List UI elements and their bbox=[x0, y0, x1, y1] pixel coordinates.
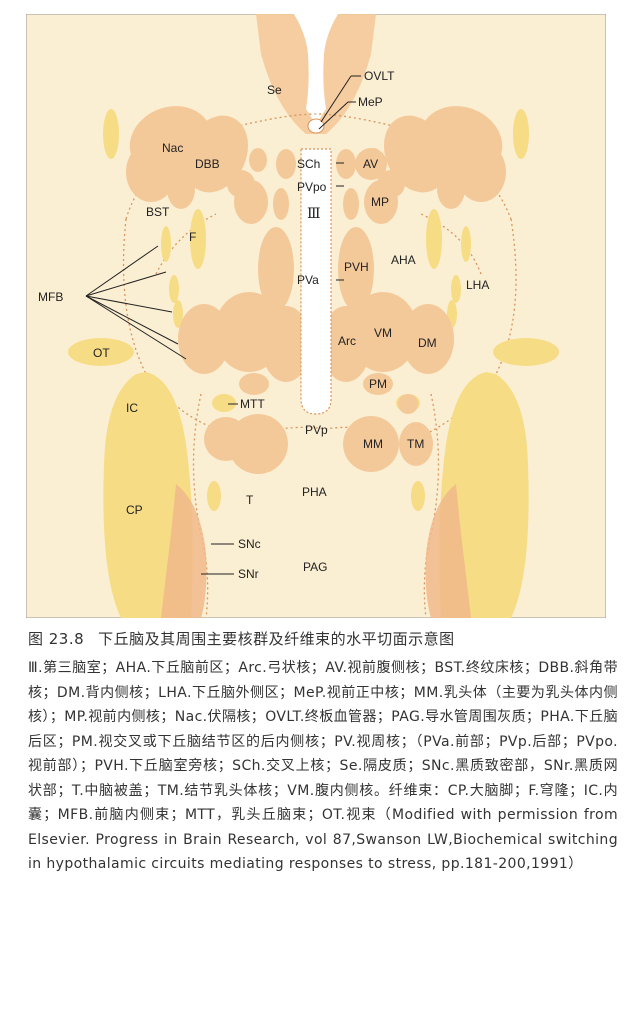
label-cp: CP bbox=[126, 503, 143, 517]
label-mp: MP bbox=[371, 195, 389, 209]
vm-shape bbox=[348, 292, 418, 372]
f-right-shape bbox=[426, 209, 442, 269]
label-ovlt: OVLT bbox=[364, 69, 395, 83]
fiber-tracts bbox=[68, 109, 559, 618]
label-third-ventricle: Ⅲ bbox=[307, 206, 321, 222]
label-mfb: MFB bbox=[38, 290, 63, 304]
label-lha: LHA bbox=[466, 278, 489, 292]
label-ot: OT bbox=[93, 346, 110, 360]
ot-left-shape bbox=[68, 338, 134, 366]
tm-shape bbox=[399, 422, 433, 466]
ovlt-shape bbox=[307, 118, 325, 134]
label-dbb: DBB bbox=[195, 157, 220, 171]
label-se: Se bbox=[267, 83, 282, 97]
figure-caption: 图 23.8 下丘脑及其周围主要核群及纤维束的水平切面示意图 Ⅲ.第三脑室；AHA… bbox=[28, 628, 618, 877]
label-pha: PHA bbox=[302, 485, 327, 499]
label-aha: AHA bbox=[391, 253, 416, 267]
label-nac: Nac bbox=[162, 141, 183, 155]
label-pva: PVa bbox=[297, 273, 319, 287]
third-ventricle-shape bbox=[300, 148, 332, 415]
ot-right-shape bbox=[493, 338, 559, 366]
caption-title: 下丘脑及其周围主要核群及纤维束的水平切面示意图 bbox=[98, 630, 455, 648]
label-snc: SNc bbox=[238, 537, 261, 551]
label-pvh: PVH bbox=[344, 260, 369, 274]
label-mtt: MTT bbox=[240, 397, 265, 411]
ventricle-top bbox=[294, 14, 338, 129]
label-tm: TM bbox=[407, 437, 424, 451]
label-bst: BST bbox=[146, 205, 170, 219]
pvh-shape bbox=[338, 227, 374, 311]
label-snr: SNr bbox=[238, 567, 259, 581]
label-dm: DM bbox=[418, 336, 437, 350]
nuclei bbox=[126, 106, 506, 474]
mm-shape bbox=[343, 416, 399, 472]
label-arc: Arc bbox=[338, 334, 356, 348]
label-pvp: PVp bbox=[305, 423, 328, 437]
label-f: F bbox=[189, 230, 196, 244]
caption-title-line: 图 23.8 下丘脑及其周围主要核群及纤维束的水平切面示意图 bbox=[28, 628, 618, 650]
mtt-left-shape bbox=[212, 394, 236, 412]
caption-body: Ⅲ.第三脑室；AHA.下丘脑前区；Arc.弓状核；AV.视前腹侧核；BST.终纹… bbox=[28, 660, 618, 872]
label-mep: MeP bbox=[358, 95, 383, 109]
label-mm: MM bbox=[363, 437, 383, 451]
mp-shape bbox=[364, 180, 398, 224]
pm-shape bbox=[363, 373, 393, 395]
label-vm: VM bbox=[374, 326, 392, 340]
f-left-shape bbox=[190, 209, 206, 269]
label-pvpo: PVpo bbox=[297, 180, 327, 194]
av-shape bbox=[355, 148, 387, 180]
hypothalamus-diagram: Se OVLT MeP Nac DBB SCh AV PVpo Ⅲ MP BST… bbox=[25, 13, 607, 619]
label-t: T bbox=[246, 493, 254, 507]
leader-lines bbox=[85, 75, 361, 575]
label-av: AV bbox=[363, 157, 378, 171]
caption-number: 图 23.8 bbox=[28, 630, 85, 648]
label-sch: SCh bbox=[297, 157, 320, 171]
label-pag: PAG bbox=[303, 560, 327, 574]
dm-shape bbox=[402, 304, 454, 374]
label-ic: IC bbox=[126, 401, 138, 415]
cp-shapes bbox=[161, 484, 471, 618]
label-pm: PM bbox=[369, 377, 387, 391]
